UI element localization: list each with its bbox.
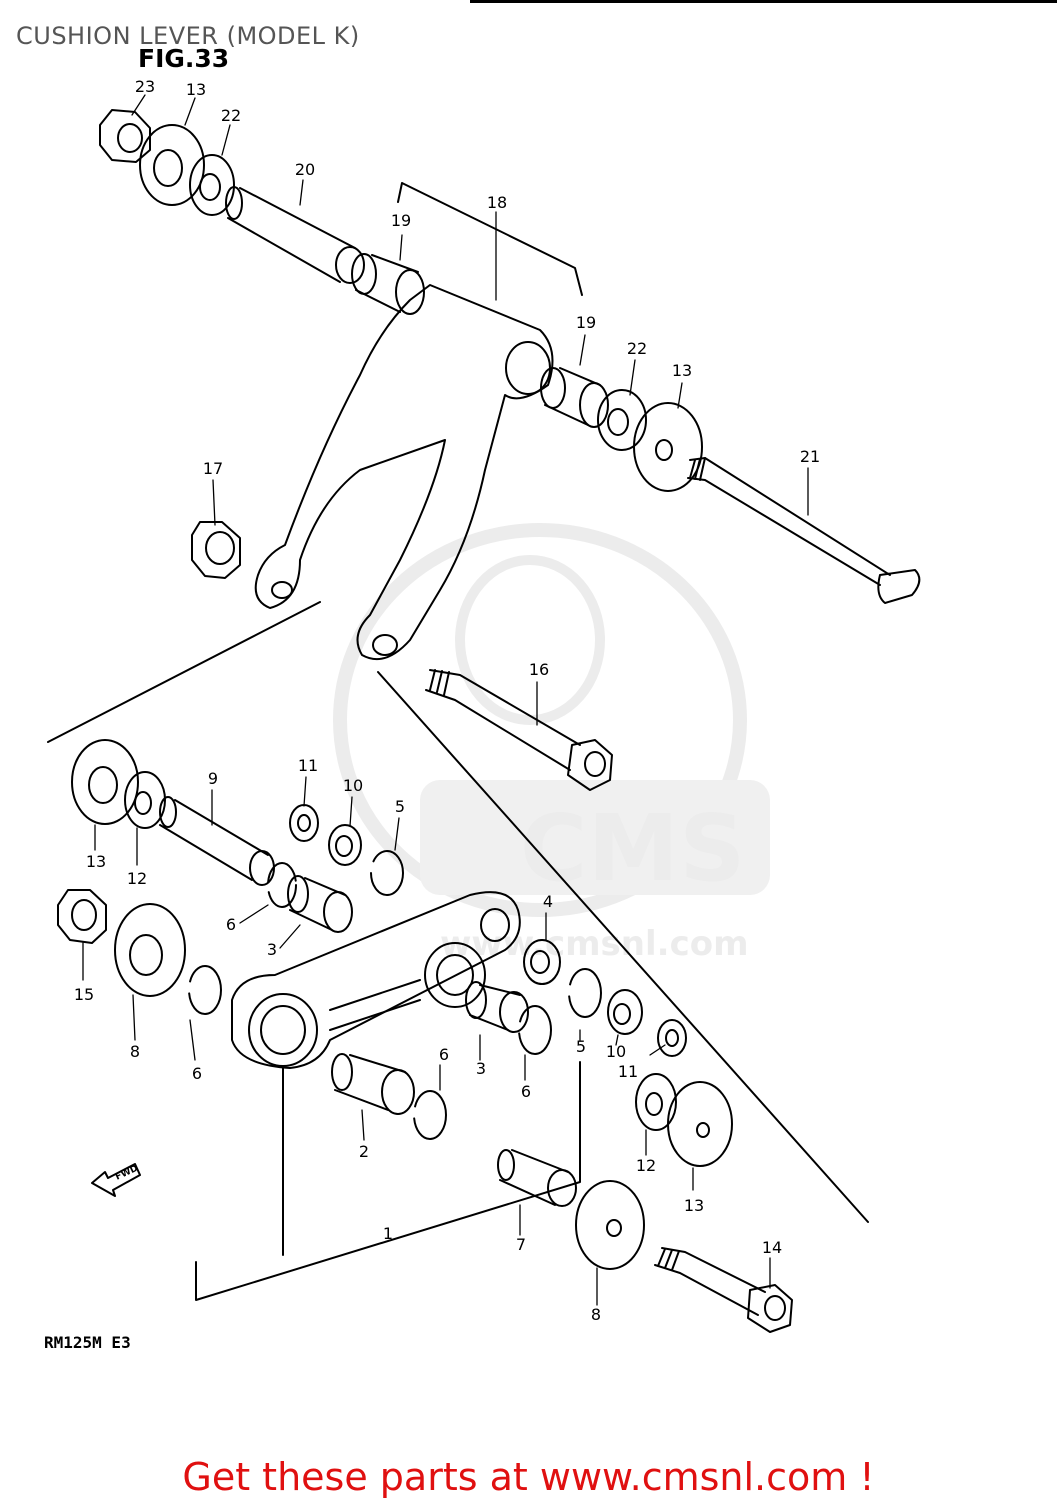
group-bracket-18: [397, 182, 583, 296]
callout-4: 4: [543, 892, 553, 911]
callout-6: 6: [439, 1045, 449, 1064]
callout-1: 1: [383, 1224, 393, 1243]
callout-22: 22: [221, 106, 241, 125]
washer-10a: [328, 824, 362, 866]
washer-10b: [607, 989, 643, 1035]
callout-12: 12: [127, 869, 147, 888]
lever-upper-bore: [505, 341, 551, 395]
callout-7: 7: [516, 1235, 526, 1254]
spacer-22a: [189, 154, 235, 216]
watermark-url: www.cmsnl.com: [440, 924, 749, 964]
group-bracket-lever: [47, 601, 321, 743]
callout-6: 6: [192, 1064, 202, 1083]
washer-8a: [114, 903, 186, 997]
bearing-3a: [289, 877, 346, 931]
callout-13: 13: [672, 361, 692, 380]
callout-15: 15: [74, 985, 94, 1004]
circlip-5b: [568, 968, 602, 1018]
callout-9: 9: [208, 769, 218, 788]
callout-19: 19: [391, 211, 411, 230]
washer-8b: [575, 1180, 645, 1270]
lever-leader: [377, 671, 869, 1223]
circlip-5a: [370, 850, 404, 896]
sleeve-20: [227, 187, 356, 283]
cushion-lever-upper: [254, 284, 554, 660]
fwd-label: FWD: [114, 1164, 140, 1183]
callout-11: 11: [618, 1062, 638, 1081]
bearing-2: [334, 1054, 406, 1111]
lever-left-eye: [271, 581, 293, 599]
watermark-logo: CMS: [520, 795, 745, 902]
bolt-21: [687, 457, 891, 586]
bushing-4: [523, 939, 561, 985]
callout-20: 20: [295, 160, 315, 179]
callout-8: 8: [130, 1042, 140, 1061]
callout-14: 14: [762, 1238, 782, 1257]
callout-10: 10: [606, 1042, 626, 1061]
callout-8: 8: [591, 1305, 601, 1324]
callout-16: 16: [529, 660, 549, 679]
cta-link[interactable]: Get these parts at www.cmsnl.com !: [182, 1455, 875, 1499]
callout-10: 10: [343, 776, 363, 795]
callout-21: 21: [800, 447, 820, 466]
callout-numbers: 23 13 22 20 19 18 19 22 13 21 17 16 9 11…: [74, 77, 820, 1324]
circlip-6a: [267, 862, 297, 908]
seal-11b: [657, 1019, 687, 1057]
callout-6: 6: [521, 1082, 531, 1101]
spacer-12a: [124, 771, 166, 829]
washer-13a: [139, 124, 205, 206]
callout-5: 5: [576, 1037, 586, 1056]
callout-2: 2: [359, 1142, 369, 1161]
cushion-rod-link: [231, 891, 521, 1069]
circlip-6d: [413, 1090, 447, 1140]
callout-13: 13: [86, 852, 106, 871]
spacer-22b: [597, 389, 647, 451]
callout-11: 11: [298, 756, 318, 775]
callout-18: 18: [487, 193, 507, 212]
bolt-16: [425, 669, 581, 771]
washer-13d: [667, 1081, 733, 1167]
spacer-12b: [635, 1073, 677, 1131]
nut-17: [191, 521, 241, 579]
top-rule: [470, 0, 1057, 3]
bearing-19b: [544, 367, 601, 426]
fwd-arrow: [91, 1163, 141, 1197]
sleeve-9: [159, 799, 269, 881]
group-bracket-1: [195, 1061, 581, 1301]
callout-22: 22: [627, 339, 647, 358]
nut-23: [99, 109, 151, 163]
page-title: CUSHION LEVER (MODEL K): [16, 22, 360, 50]
callout-5: 5: [395, 797, 405, 816]
nut-15: [57, 889, 107, 944]
callout-3: 3: [267, 940, 277, 959]
seal-11a: [289, 804, 319, 842]
washer-13b: [633, 402, 703, 492]
washer-13c: [71, 739, 139, 825]
callout-19: 19: [576, 313, 596, 332]
bearing-19a: [355, 254, 419, 313]
bolt-14: [654, 1247, 766, 1316]
callout-leaders: [82, 94, 809, 1306]
callout-13: 13: [186, 80, 206, 99]
circlip-6c: [518, 1005, 552, 1055]
callout-3: 3: [476, 1059, 486, 1078]
callout-23: 23: [135, 77, 155, 96]
lever-right-eye: [372, 634, 398, 656]
callout-13: 13: [684, 1196, 704, 1215]
cta-banner: Get these parts at www.cmsnl.com !: [0, 1455, 1057, 1499]
circlip-6b: [188, 965, 222, 1015]
callout-17: 17: [203, 459, 223, 478]
model-code: RM125M E3: [44, 1333, 131, 1352]
callout-6: 6: [226, 915, 236, 934]
cms-watermark: CMS www.cmsnl.com: [333, 523, 770, 964]
collar-7: [499, 1149, 569, 1206]
figure-number: FIG.33: [138, 44, 230, 73]
callout-12: 12: [636, 1156, 656, 1175]
